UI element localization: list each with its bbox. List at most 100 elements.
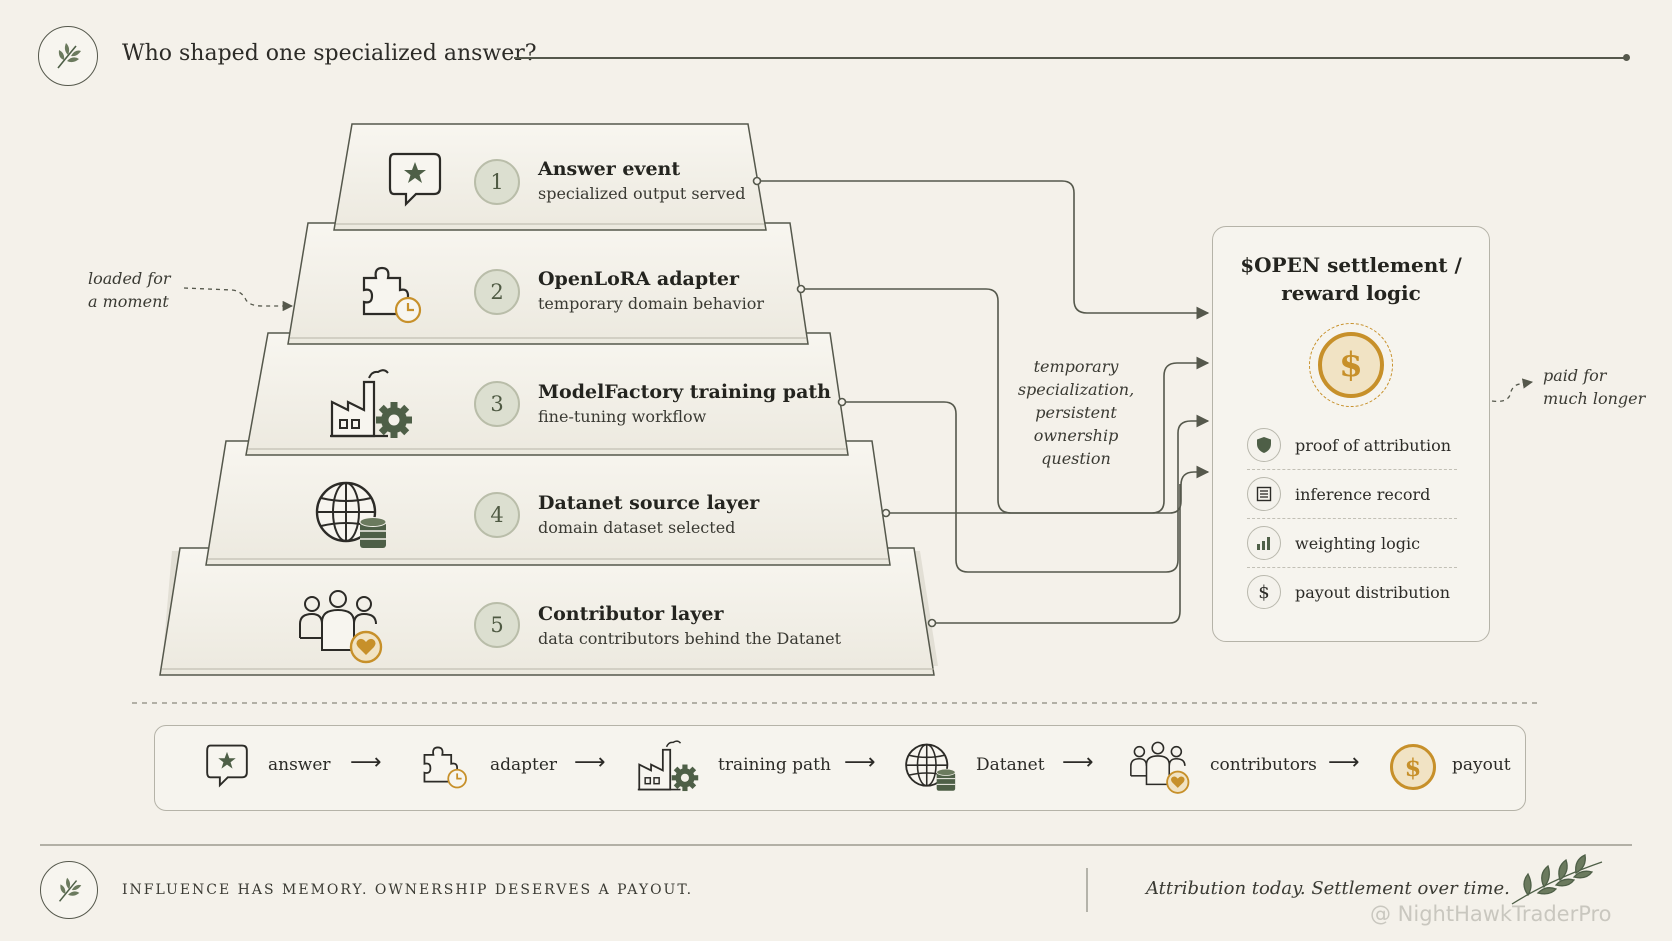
tier-2-title: OpenLoRA adapter: [538, 268, 739, 290]
footer-motto: Attribution today. Settlement over time.: [1146, 878, 1510, 899]
list-icon: [1256, 486, 1272, 502]
tier-2-text: OpenLoRA adapter temporary domain behavi…: [538, 268, 764, 313]
middle-note-line-1: temporary: [1033, 357, 1119, 376]
tier-1-text: Answer event specialized output served: [538, 158, 746, 203]
tier-2-number: 2: [474, 269, 520, 315]
paid-pointer: [1491, 378, 1534, 403]
flow-arrow: ⟶: [574, 750, 606, 775]
coin-face: $: [1318, 332, 1384, 398]
tier-4-title: Datanet source layer: [538, 492, 760, 514]
leaf-icon: [57, 43, 81, 69]
settlement-list: proof of attribution inference record we…: [1247, 421, 1457, 616]
tier-4-icon-wrap: [314, 480, 390, 556]
coin-icon: $: [1390, 744, 1436, 790]
tier-1-title: Answer event: [538, 158, 681, 180]
settlement-coin-wrap: $: [1213, 323, 1489, 407]
flow-step-contributors-icon-wrap: [1128, 740, 1192, 800]
puzzle-clock-icon: [362, 266, 422, 324]
paid-note: paid for much longer: [1543, 364, 1645, 410]
settlement-item-weighting: weighting logic: [1247, 519, 1457, 568]
loaded-note: loaded for a moment: [88, 267, 171, 313]
tier-4-subtitle: domain dataset selected: [538, 518, 736, 537]
paid-note-line-2: much longer: [1543, 389, 1646, 408]
flow-arrow: ⟶: [844, 750, 876, 775]
flow-step-training: training path: [718, 755, 831, 775]
globe-database-icon: [905, 743, 956, 791]
tier-5-text: Contributor layer data contributors behi…: [538, 603, 841, 648]
chat-star-icon: [206, 744, 248, 788]
middle-note: temporary specialization, persistent own…: [1006, 355, 1146, 470]
tier-3-subtitle: fine-tuning workflow: [538, 407, 707, 426]
tier-5-icon-wrap: [296, 588, 386, 670]
tier-3-text: ModelFactory training path fine-tuning w…: [538, 381, 831, 426]
shield-icon-wrap: [1247, 428, 1281, 462]
settlement-item-label: inference record: [1295, 484, 1431, 504]
people-heart-icon: [1130, 741, 1190, 794]
dollar-icon: $: [1258, 581, 1270, 603]
tier-5-title: Contributor layer: [538, 603, 724, 625]
coin-symbol: $: [1339, 345, 1363, 385]
middle-note-line-4: ownership: [1033, 426, 1119, 445]
tier-3-title: ModelFactory training path: [538, 381, 831, 403]
page-title: Who shaped one specialized answer?: [122, 41, 537, 66]
list-icon-wrap: [1247, 477, 1281, 511]
tier-slab-1: [333, 123, 767, 231]
flow-arrow: ⟶: [1328, 750, 1360, 775]
globe-database-icon: [315, 481, 387, 548]
settlement-item-proof: proof of attribution: [1247, 421, 1457, 470]
settlement-item-payout: $ payout distribution: [1247, 568, 1457, 616]
header-rule: [514, 57, 1626, 59]
tier-4-text: Datanet source layer domain dataset sele…: [538, 492, 759, 537]
settlement-title-line-1: $OPEN settlement /: [1240, 253, 1462, 277]
watermark: @ NightHawkTraderPro: [1370, 902, 1612, 926]
tier-3-icon-wrap: [328, 366, 414, 446]
flow-arrow: ⟶: [350, 750, 382, 775]
settlement-card: $OPEN settlement / reward logic $ proof …: [1212, 226, 1490, 642]
flow-step-answer-icon-wrap: [204, 742, 250, 796]
coin-icon: $: [1309, 323, 1393, 407]
bar-chart-icon: [1257, 537, 1270, 550]
shield-icon: [1257, 437, 1271, 453]
tier-3-number: 3: [474, 381, 520, 427]
connector-lines: [752, 176, 1210, 628]
bar-chart-icon-wrap: [1247, 526, 1281, 560]
tier-1-subtitle: specialized output served: [538, 184, 746, 203]
tier-1-icon-wrap: [386, 150, 444, 216]
puzzle-clock-icon: [423, 746, 467, 789]
flow-step-datanet-icon-wrap: [904, 742, 958, 798]
flow-strip: [154, 725, 1526, 811]
flow-step-contributors: contributors: [1210, 755, 1317, 775]
settlement-item-inference: inference record: [1247, 470, 1457, 519]
settlement-title-line-2: reward logic: [1281, 281, 1421, 305]
tier-1-number: 1: [474, 159, 520, 205]
paid-note-line-1: paid for: [1543, 366, 1607, 385]
tier-2-icon-wrap: [358, 258, 428, 332]
header-rule-dot: [1623, 54, 1630, 61]
settlement-item-label: proof of attribution: [1295, 435, 1451, 455]
dollar-icon-wrap: $: [1247, 575, 1281, 609]
flow-step-training-icon-wrap: [636, 738, 700, 798]
loaded-note-line-2: a moment: [88, 292, 169, 311]
settlement-item-label: payout distribution: [1295, 582, 1451, 602]
middle-note-line-3: persistent: [1035, 403, 1117, 422]
flow-coin-symbol: $: [1404, 752, 1422, 782]
footer-leaf-logo: [40, 861, 98, 919]
header-leaf-logo: [38, 26, 98, 86]
leaf-sprig-icon: [1511, 854, 1603, 905]
tier-5-subtitle: data contributors behind the Datanet: [538, 629, 842, 648]
flow-step-datanet: Datanet: [976, 755, 1045, 775]
tier-5-number: 5: [474, 602, 520, 648]
flow-step-payout: payout: [1452, 755, 1511, 775]
loaded-note-line-1: loaded for: [88, 269, 171, 288]
loaded-pointer: [183, 287, 294, 312]
factory-gear-icon: [330, 369, 412, 438]
flow-arrow: ⟶: [1062, 750, 1094, 775]
flow-step-adapter-icon-wrap: [420, 740, 472, 796]
flow-step-adapter: adapter: [490, 755, 558, 775]
chat-star-icon: [388, 152, 442, 207]
people-heart-icon: [299, 590, 383, 664]
factory-gear-icon: [637, 740, 699, 792]
settlement-item-label: weighting logic: [1295, 533, 1421, 553]
leaf-icon: [58, 877, 82, 902]
middle-note-line-2: specialization,: [1017, 380, 1135, 399]
